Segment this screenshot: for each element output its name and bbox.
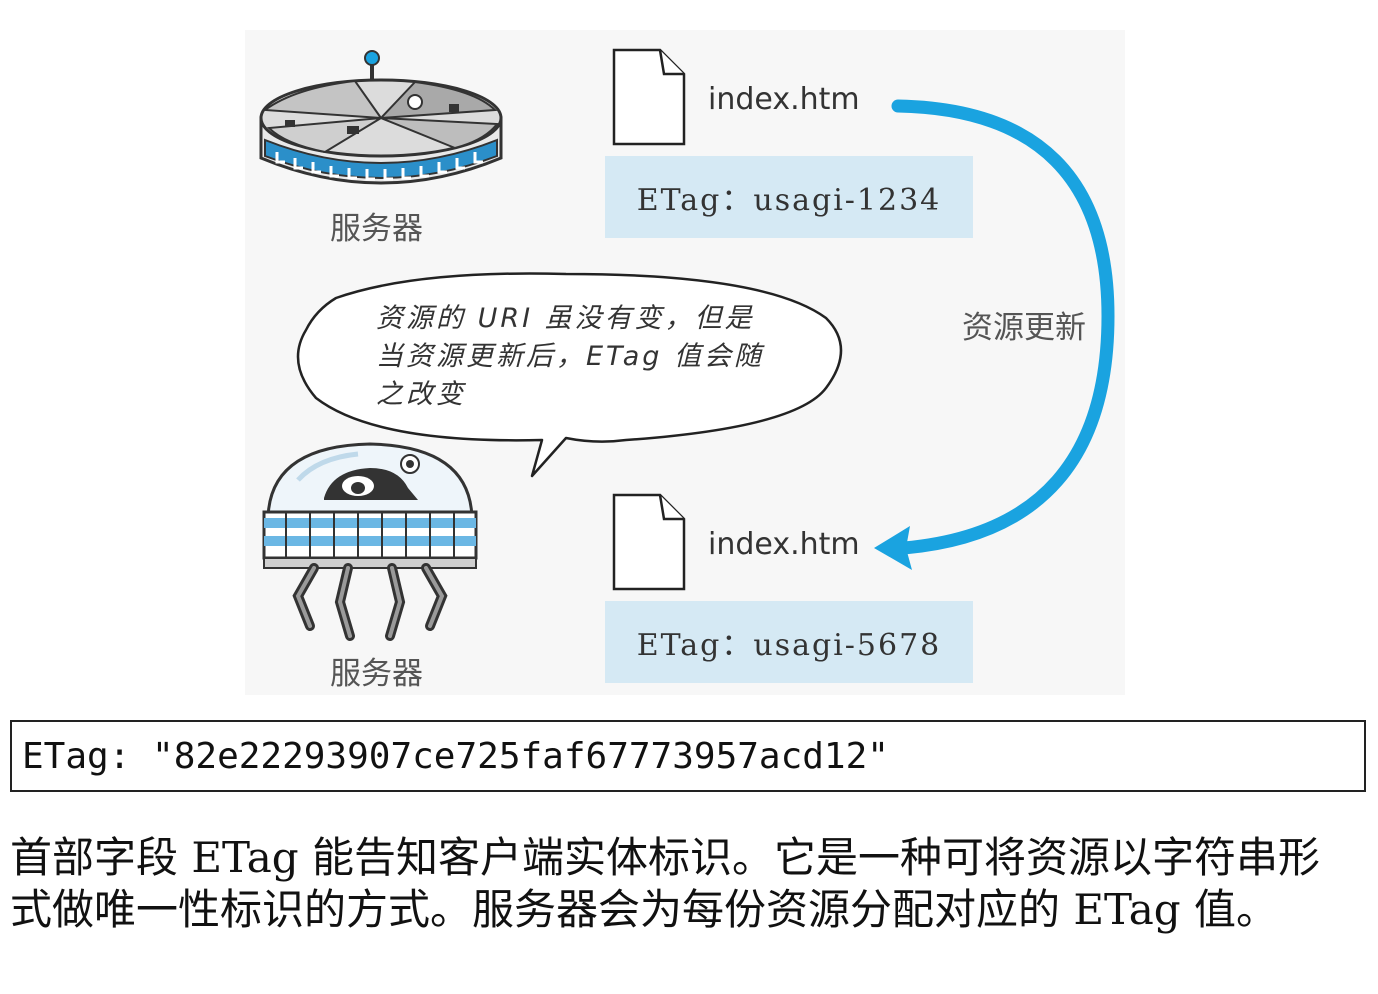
speech-bubble-text: 资源的 URI 虽没有变，但是 当资源更新后，ETag 值会随 之改变: [376, 300, 764, 414]
speech-bubble-line-3: 之改变: [376, 379, 466, 410]
description-text: 首部字段 ETag 能告知客户端实体标识。它是一种可将资源以字符串形式做唯一性标…: [10, 833, 1321, 934]
document-icon: [612, 48, 686, 146]
update-label: 资源更新: [962, 310, 1086, 346]
client-label: 服务器: [330, 656, 423, 692]
document-icon: [612, 493, 686, 591]
bottom-etag-box: ETag：usagi-5678: [605, 601, 973, 683]
top-etag-box: ETag：usagi-1234: [605, 156, 973, 238]
speech-bubble-line-1: 资源的 URI 虽没有变，但是: [376, 303, 755, 334]
speech-bubble-line-2: 当资源更新后，ETag 值会随: [376, 341, 764, 372]
robot-icon: [262, 442, 478, 641]
update-arrow-icon: [874, 99, 1115, 570]
server-label: 服务器: [330, 211, 423, 247]
server-icon: [259, 50, 503, 185]
bottom-file-name: index.htm: [708, 527, 860, 562]
code-example: ETag: "82e22293907ce725faf67773957acd12": [10, 720, 1366, 792]
speech-bubble: [296, 272, 843, 478]
top-file-name: index.htm: [708, 82, 860, 117]
